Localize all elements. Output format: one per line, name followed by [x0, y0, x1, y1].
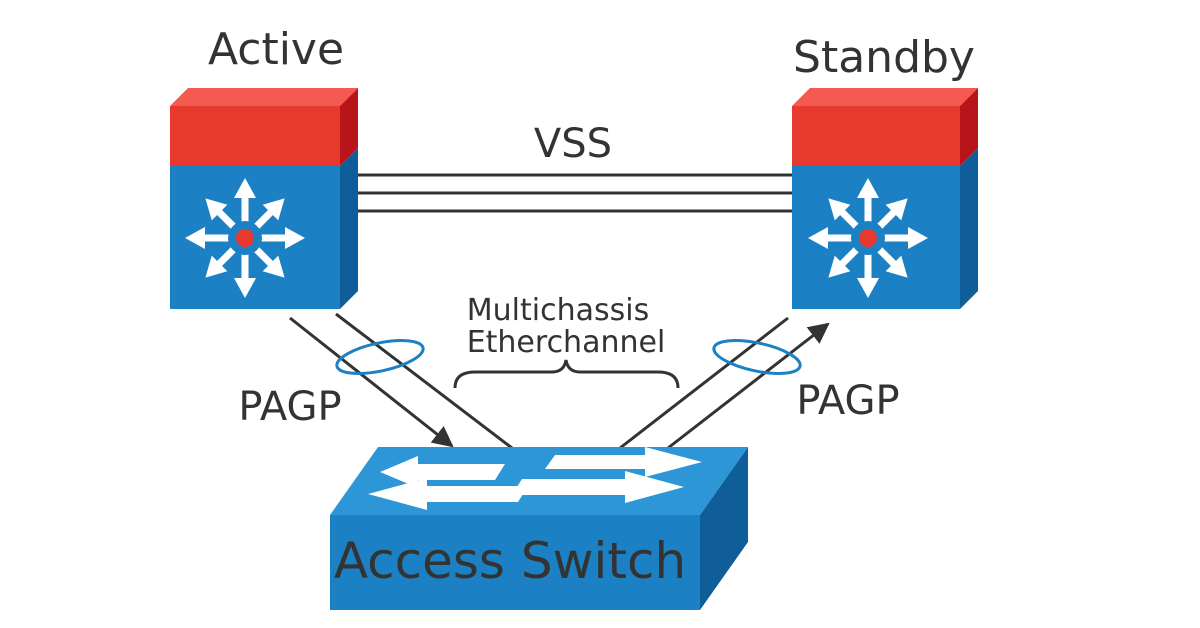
lag-ring-right [712, 339, 802, 375]
uplink-arrow-left [289, 316, 454, 448]
mec-brace [453, 359, 680, 389]
mec-label-line2: Etherchannel [467, 325, 666, 360]
workgroup-switch-icon [368, 447, 702, 510]
uplinks [289, 312, 830, 450]
pagp-label-right: PAGP [796, 378, 899, 424]
vss-link [358, 173, 792, 213]
active-label: Active [208, 24, 344, 75]
access-switch[interactable]: Access Switch [330, 447, 748, 610]
uplink-line-right [619, 316, 789, 450]
active-switch[interactable] [166, 88, 358, 317]
lag-ring-left [335, 339, 425, 375]
pagp-label-left: PAGP [238, 384, 341, 430]
vss-label: VSS [534, 121, 612, 167]
uplink-line-left [335, 312, 513, 450]
uplink-arrow-right [667, 322, 830, 450]
standby-switch[interactable] [789, 88, 978, 317]
mec-label-line1: Multichassis [467, 293, 649, 328]
standby-label: Standby [793, 32, 975, 83]
access-switch-label: Access Switch [334, 532, 686, 590]
